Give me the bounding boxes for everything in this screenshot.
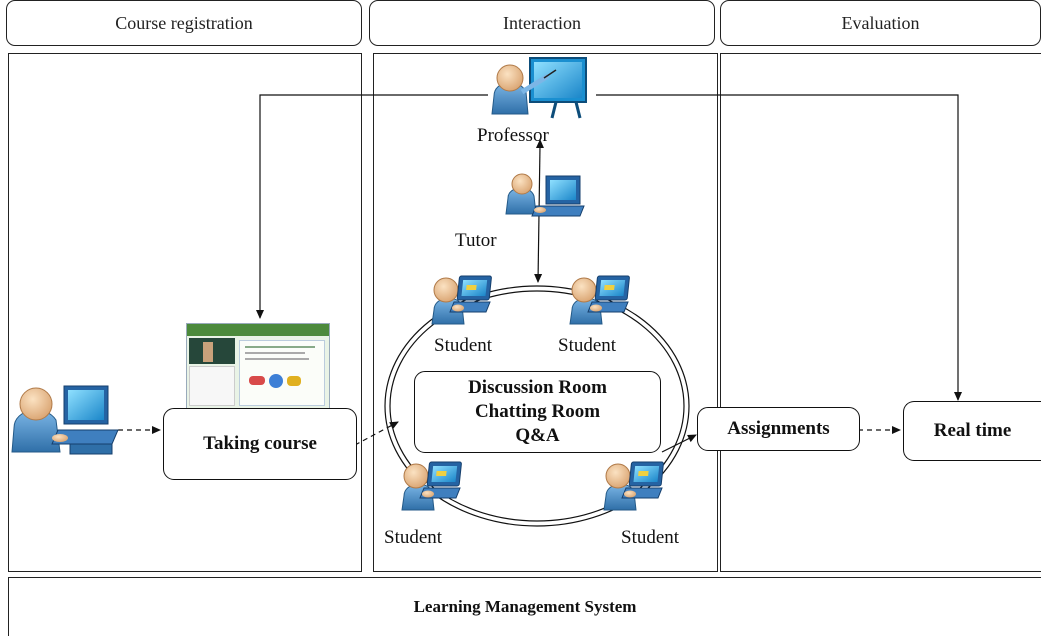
- taking-course-box: Taking course: [163, 408, 357, 480]
- interaction-ring-inner: [389, 290, 685, 522]
- professor-label: Professor: [477, 125, 549, 146]
- discussion-box: Discussion Room Chatting Room Q&A: [414, 371, 661, 453]
- lms-footer: Learning Management System: [8, 577, 1041, 636]
- header-label: Interaction: [503, 12, 581, 33]
- real-time-box: Real time: [903, 401, 1041, 461]
- panel-course-registration: [8, 53, 362, 572]
- header-course-registration: Course registration: [6, 0, 362, 46]
- chatting-room-label: Chatting Room: [474, 401, 601, 422]
- tutor-label: Tutor: [455, 230, 497, 251]
- assignments-label: Assignments: [727, 418, 830, 439]
- discussion-room-label: Discussion Room: [468, 377, 607, 398]
- taking-course-label: Taking course: [203, 433, 317, 454]
- interaction-ring: [384, 285, 690, 527]
- header-interaction: Interaction: [369, 0, 715, 46]
- real-time-label: Real time: [933, 420, 1012, 441]
- interaction-ring-inner2: [386, 287, 688, 525]
- student-label-top-right: Student: [558, 335, 617, 356]
- header-label: Course registration: [115, 12, 253, 33]
- panel-interaction: [373, 53, 718, 572]
- header-evaluation: Evaluation: [720, 0, 1041, 46]
- student-label-bottom-left: Student: [384, 527, 443, 548]
- arrow-professor-to-course: [256, 94, 488, 319]
- arrow-course-to-ring: [354, 421, 399, 446]
- assignments-box: Assignments: [697, 407, 860, 451]
- course-screenshot-image: [186, 323, 330, 411]
- student-label-top-left: Student: [434, 335, 493, 356]
- arrow-professor-to-realtime: [596, 94, 962, 401]
- arrow-ring-to-assignments: [661, 434, 697, 453]
- header-label: Evaluation: [841, 12, 920, 33]
- qa-label: Q&A: [515, 425, 560, 446]
- panel-evaluation: [720, 53, 1041, 572]
- arrow-professor-ring: [534, 139, 544, 283]
- lms-label: Learning Management System: [413, 597, 637, 616]
- student-label-bottom-right: Student: [621, 527, 680, 548]
